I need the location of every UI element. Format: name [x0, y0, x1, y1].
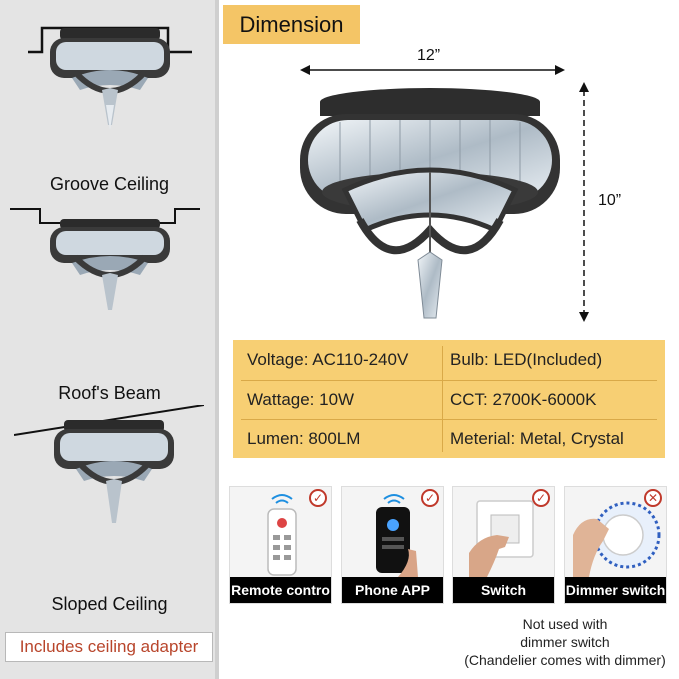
spec-material: Meterial: Metal, Crystal: [450, 429, 624, 448]
spec-voltage: Voltage: AC110-240V: [247, 350, 409, 369]
spec-divider: [241, 419, 657, 420]
groove-ceiling-lamp-illustration: [28, 26, 192, 130]
control-label: Remote contro: [230, 577, 331, 603]
spec-cct: CCT: 2700K-6000K: [450, 390, 597, 409]
dimmer-note-line2: dimmer switch: [520, 634, 610, 650]
check-icon: ✓: [421, 489, 439, 507]
spec-lumen: Lumen: 800LM: [247, 429, 361, 448]
spec-table: Voltage: AC110-240V Bulb: LED(Included) …: [233, 340, 665, 458]
install-label-beam: Roof's Beam: [58, 383, 161, 403]
width-value: 12”: [417, 47, 441, 64]
spec-divider: [241, 380, 657, 381]
control-phone-app: ✓ Phone APP: [341, 486, 444, 604]
install-label-sloped: Sloped Ceiling: [51, 594, 168, 614]
control-remote: ✓ Remote contro: [229, 486, 332, 604]
width-dimension-arrow: [300, 65, 565, 75]
control-switch: ✓ Switch: [452, 486, 555, 604]
control-label: Phone APP: [342, 577, 443, 603]
spec-bulb: Bulb: LED(Included): [450, 350, 603, 369]
check-icon: ✓: [309, 489, 327, 507]
control-dimmer-switch: ✕ Dimmer switch: [564, 486, 667, 604]
spec-wattage: Wattage: 10W: [247, 390, 355, 409]
sloped-ceiling-lamp-illustration: [14, 405, 204, 523]
install-label-groove: Groove Ceiling: [49, 174, 170, 194]
dimmer-knob-icon: [573, 501, 661, 577]
chandelier-product-image: [300, 88, 560, 319]
roof-beam-lamp-illustration: [10, 208, 200, 310]
check-icon: ✓: [532, 489, 550, 507]
control-label: Switch: [453, 577, 554, 603]
dimmer-note-line1: Not used with: [522, 616, 608, 632]
wall-switch-icon: [469, 500, 534, 577]
control-label: Dimmer switch: [565, 577, 666, 603]
height-value: 10”: [598, 192, 622, 209]
spec-divider: [442, 346, 443, 452]
height-dimension-arrow: [579, 82, 589, 322]
install-types-panel: Groove Ceiling Roof's Beam Sloped Ceilin…: [0, 0, 219, 679]
remote-icon: [267, 494, 297, 576]
dimension-title: Dimension: [223, 5, 360, 44]
dimmer-note-line3: (Chandelier comes with dimmer): [464, 652, 666, 668]
panel-edge: [215, 0, 219, 679]
phone-icon: [376, 494, 418, 577]
adapter-note: Includes ceiling adapter: [5, 632, 213, 662]
cross-icon: ✕: [644, 489, 662, 507]
